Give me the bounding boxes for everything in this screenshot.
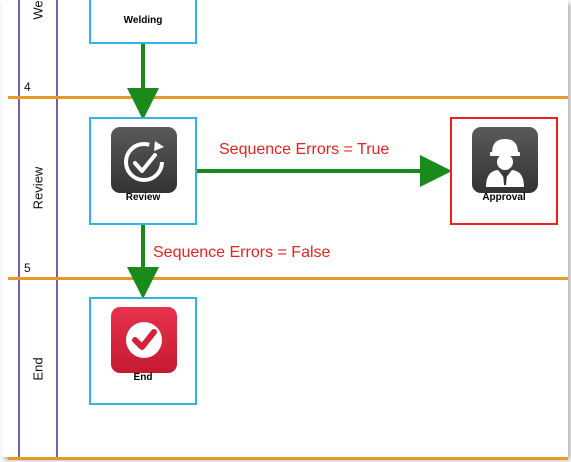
node-label: Approval <box>482 192 526 203</box>
review-refresh-icon <box>111 127 177 193</box>
lane-welding: We 4 <box>8 0 568 99</box>
lane-end: End <box>8 280 568 460</box>
lane-number: 4 <box>24 80 31 94</box>
lane-header: We 4 <box>18 0 58 96</box>
node-label: Review <box>125 192 161 203</box>
lane-header: Review 5 <box>18 99 58 277</box>
node-label: Welding <box>123 15 163 26</box>
lane-review: Review 5 <box>8 99 568 280</box>
lane-header: End <box>18 280 58 457</box>
checkmark-icon <box>111 307 177 373</box>
node-approval[interactable]: Approval <box>450 117 558 225</box>
condition-false-label: Sequence Errors = False <box>153 244 331 261</box>
node-end[interactable]: End <box>89 297 197 405</box>
lane-number: 5 <box>24 261 31 275</box>
worker-hardhat-icon <box>472 127 538 193</box>
node-welding[interactable]: Welding <box>89 0 197 44</box>
node-label: End <box>133 372 153 383</box>
node-review[interactable]: Review <box>89 117 197 225</box>
condition-true-label: Sequence Errors = True <box>219 141 390 158</box>
